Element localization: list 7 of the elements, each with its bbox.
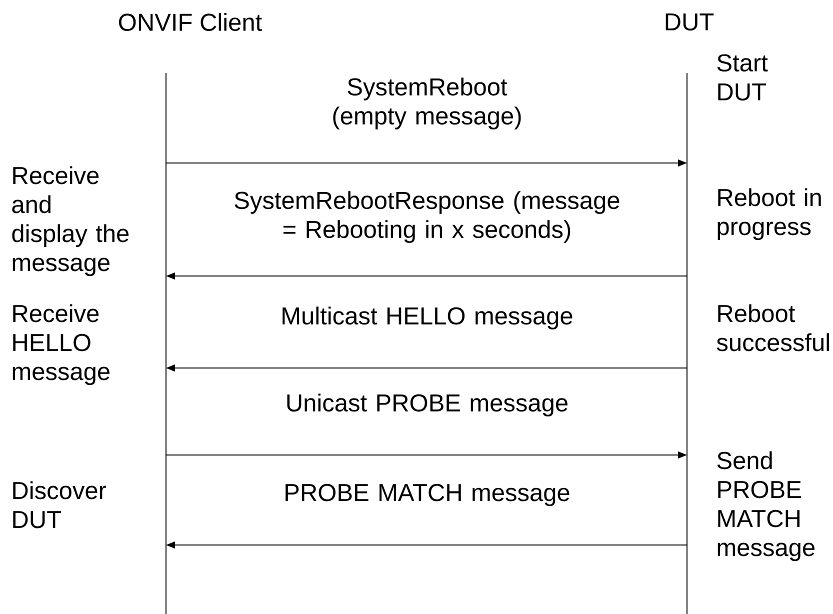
message-label: SystemReboot (empty message) (333, 78, 521, 130)
message-label: Multicast HELLO message (282, 306, 572, 330)
message-label: Unicast PROBE message (287, 394, 568, 416)
side-note: Receive and display the message (12, 166, 129, 276)
message-label: PROBE MATCH message (286, 484, 570, 506)
lifeline: DUT (666, 13, 714, 614)
message-label: SystemRebootResponse (message = Rebooting in x seconds) (234, 191, 620, 243)
